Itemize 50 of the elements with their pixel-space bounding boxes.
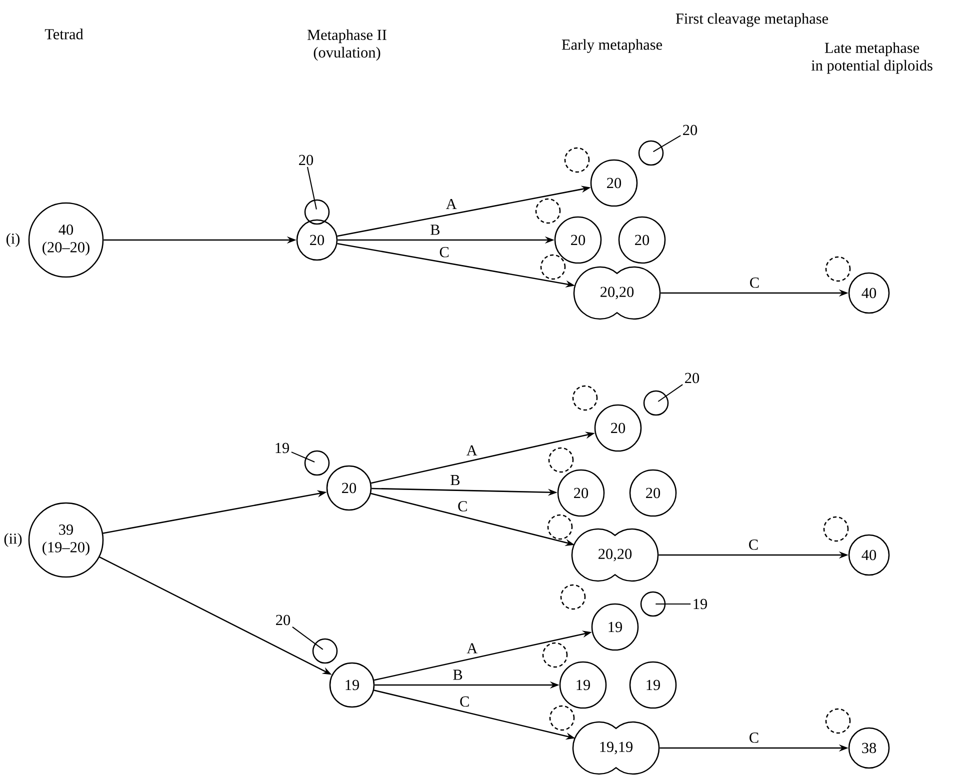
- chromosome-count: 19: [276, 442, 289, 454]
- dashed-circle: [825, 256, 851, 282]
- leader-line: [656, 603, 691, 605]
- chromosome-count: 20: [683, 124, 698, 136]
- dividing-cell: 20,20: [573, 266, 661, 320]
- chromosome-count: 20: [299, 154, 314, 166]
- edge-label: C: [749, 540, 758, 550]
- edge-label: C: [460, 696, 469, 707]
- dashed-circle: [542, 642, 568, 668]
- dashed-circle: [572, 385, 598, 411]
- column-heading: Late metaphase in potential diploids: [811, 42, 932, 74]
- edge-label: C: [458, 501, 467, 512]
- edge-label: B: [453, 670, 462, 680]
- polar-body: [643, 390, 669, 416]
- dashed-circle: [825, 708, 851, 734]
- dashed-circle: [548, 447, 574, 473]
- column-heading: Tetrad: [44, 28, 84, 40]
- dashed-circle: [564, 147, 590, 173]
- chromosome-count: 20: [276, 614, 290, 626]
- polar-body: [640, 591, 666, 617]
- dashed-circle: [535, 198, 561, 224]
- edge-label: A: [446, 198, 457, 209]
- leader-line: [306, 166, 317, 210]
- column-heading: Early metaphase: [562, 39, 662, 53]
- edge-label: C: [440, 247, 449, 258]
- dashed-circle: [549, 705, 575, 731]
- dashed-circle: [540, 254, 566, 280]
- leader-line: [658, 384, 683, 402]
- edge-label: C: [750, 732, 758, 743]
- edge-label: A: [466, 445, 478, 456]
- leader-line: [291, 452, 315, 462]
- polar-body: [304, 450, 330, 476]
- polar-body: [638, 140, 664, 166]
- edge-label: C: [750, 278, 759, 288]
- dashed-circle: [823, 516, 849, 542]
- edge-label: A: [466, 643, 478, 654]
- polar-body: [304, 199, 330, 225]
- leader-line: [653, 135, 681, 152]
- edge-label: B: [450, 475, 460, 486]
- polar-body: [312, 638, 338, 664]
- dividing-cell: 19,19: [572, 721, 660, 775]
- chromosome-count: 20: [685, 372, 700, 384]
- chromosome-count: 19: [694, 598, 707, 610]
- column-heading: First cleavage metaphase: [676, 13, 828, 27]
- column-heading: Metaphase II (ovulation): [307, 29, 386, 61]
- leader-line: [292, 626, 324, 650]
- dividing-cell: 20,20: [571, 528, 659, 582]
- edge-label: B: [430, 224, 440, 235]
- dashed-circle: [560, 584, 586, 610]
- dashed-circle: [547, 514, 573, 540]
